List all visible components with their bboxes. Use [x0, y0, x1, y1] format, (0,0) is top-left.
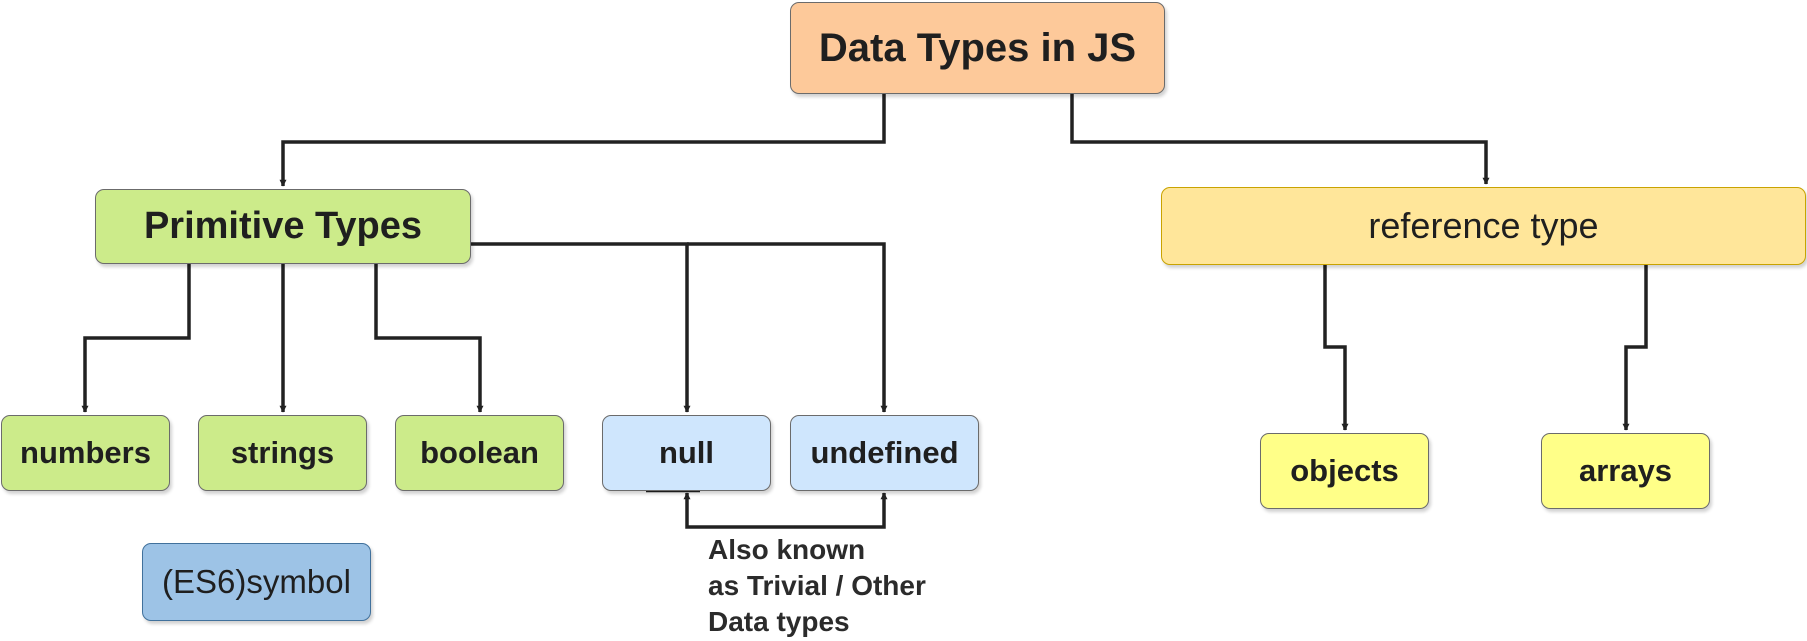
node-undefined: undefined	[790, 415, 979, 491]
trivial-types-note: Also known as Trivial / Other Data types	[708, 532, 968, 640]
node-reference-type: reference type	[1161, 187, 1806, 265]
node-symbol-label: (ES6)symbol	[162, 563, 351, 600]
node-numbers-label: numbers	[20, 435, 151, 470]
node-objects-label: objects	[1290, 453, 1399, 488]
node-arrays: arrays	[1541, 433, 1710, 509]
edge-reference-to-arrays	[1622, 265, 1648, 431]
root-node-data-types: Data Types in JS	[790, 2, 1165, 94]
node-undefined-label: undefined	[810, 435, 959, 470]
edge-primitive-to-null	[471, 242, 691, 413]
edge-primitive-to-numbers	[81, 264, 191, 413]
node-strings-label: strings	[230, 435, 335, 470]
edge-reference-to-objects	[1323, 265, 1349, 431]
node-null: null	[602, 415, 771, 491]
edge-root-to-primitive	[279, 94, 886, 187]
edge-primitive-to-boolean	[374, 264, 484, 413]
note-line-3: Data types	[708, 606, 850, 637]
edge-primitive-to-undefined	[687, 242, 888, 413]
node-primitive-types-label: Primitive Types	[143, 205, 423, 247]
node-arrays-label: arrays	[1578, 453, 1673, 488]
node-boolean: boolean	[395, 415, 564, 491]
edge-root-to-reference	[1070, 94, 1490, 185]
node-null-label: null	[658, 435, 715, 470]
edge-null-undefined-link	[683, 492, 888, 529]
node-strings: strings	[198, 415, 367, 491]
node-reference-type-label: reference type	[1368, 205, 1599, 246]
node-numbers: numbers	[1, 415, 170, 491]
root-node-label: Data Types in JS	[818, 25, 1137, 70]
node-objects: objects	[1260, 433, 1429, 509]
node-symbol: (ES6)symbol	[142, 543, 371, 621]
note-line-1: Also known	[708, 534, 866, 565]
node-boolean-label: boolean	[420, 435, 539, 470]
note-line-2: as Trivial / Other	[708, 570, 926, 601]
node-primitive-types: Primitive Types	[95, 189, 471, 264]
